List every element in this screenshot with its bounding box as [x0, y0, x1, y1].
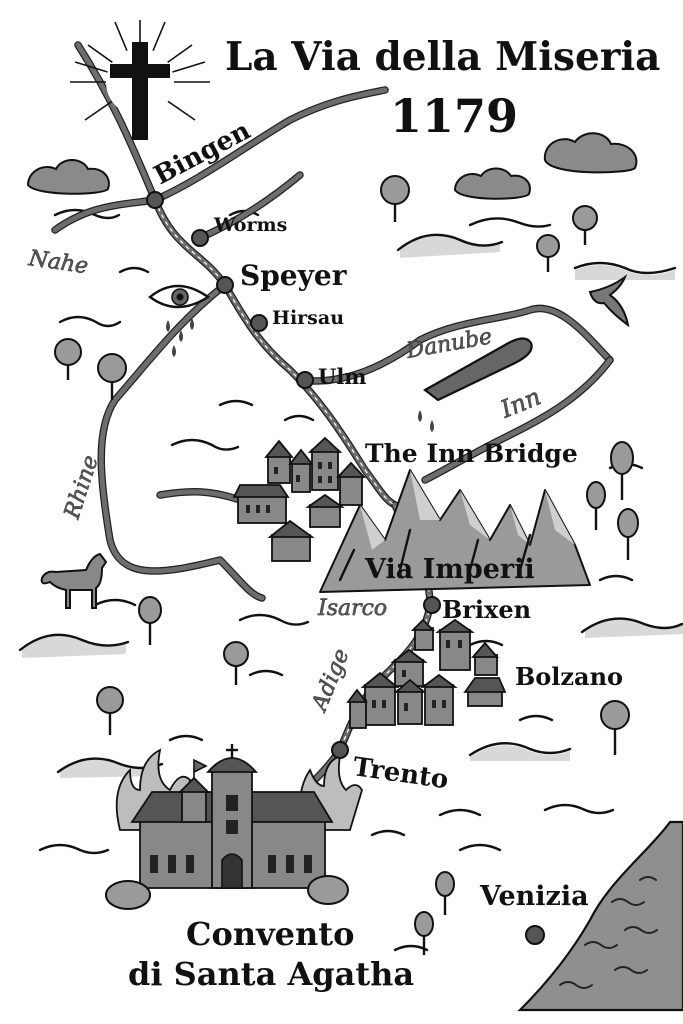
tear-icon [190, 318, 194, 330]
title-line1: La Via della Miseria [225, 34, 660, 80]
city-dot-icon [250, 314, 268, 332]
city-dots [146, 191, 545, 945]
label-speyer: Speyer [240, 259, 348, 292]
tree-icon [414, 911, 434, 955]
city-dot-icon [146, 191, 164, 209]
goat-icon [40, 552, 108, 609]
label-hirsau: Hirsau [272, 307, 344, 329]
tear-icon [430, 420, 434, 432]
town-bolzano [346, 618, 507, 729]
tree-icon [600, 700, 630, 755]
hills [18, 208, 683, 952]
label-river-rhine: Rhine [60, 452, 104, 522]
town-upper [232, 436, 367, 562]
tear-icon [179, 330, 183, 342]
tree-icon [536, 234, 560, 272]
map-title: La Via della Miseria 1179 [225, 34, 660, 143]
city-dot-icon [296, 371, 314, 389]
city-dot-icon [331, 741, 349, 759]
tree-icon [97, 353, 127, 400]
adriatic-sea [517, 820, 683, 1012]
label-brixen: Brixen [442, 595, 531, 624]
trees [54, 175, 639, 955]
tree-icon [572, 205, 598, 245]
tree-icon [96, 686, 124, 735]
cloud-icon [453, 167, 531, 200]
broken-bottle-icon [418, 337, 533, 432]
tear-icon [166, 320, 170, 332]
tree-icon [223, 641, 249, 685]
alps-mountains [319, 469, 591, 593]
clouds [26, 132, 638, 200]
label-venizia: Venizia [479, 881, 589, 912]
label-river-isarco: Isarco [317, 596, 387, 621]
title-year: 1179 [390, 89, 518, 143]
city-dot-icon [423, 596, 441, 614]
label-river-adige: Adige [307, 645, 355, 716]
city-dot-icon [525, 925, 545, 945]
label-river-nahe: Nahe [26, 246, 89, 279]
label-convent-line1: Convento [186, 915, 354, 953]
tree-icon [138, 596, 162, 645]
city-dot-icon [216, 276, 234, 294]
convent-burning [105, 744, 363, 910]
city-dot-icon [191, 229, 209, 247]
tree-icon [380, 175, 410, 222]
tree-icon [435, 871, 455, 915]
tree-icon [610, 441, 634, 500]
cloud-icon [543, 132, 638, 174]
label-bolzano: Bolzano [515, 662, 623, 691]
label-ulm: Ulm [318, 364, 367, 389]
eye-icon [148, 284, 211, 357]
label-via-imperii: Via Imperii [364, 554, 535, 585]
label-trento: Trento [351, 752, 450, 795]
label-worms: Worms [213, 214, 287, 236]
tear-icon [172, 345, 176, 357]
tree-icon [586, 481, 606, 530]
cloud-icon [26, 159, 110, 195]
bird-icon [588, 274, 630, 328]
tree-icon [54, 338, 82, 380]
cross-icon [70, 20, 210, 140]
label-convent-line2: di Santa Agatha [128, 955, 414, 993]
tree-icon [617, 508, 639, 560]
tear-icon [418, 410, 422, 422]
rivers [51, 41, 614, 794]
label-inn-bridge: The Inn Bridge [365, 439, 578, 468]
